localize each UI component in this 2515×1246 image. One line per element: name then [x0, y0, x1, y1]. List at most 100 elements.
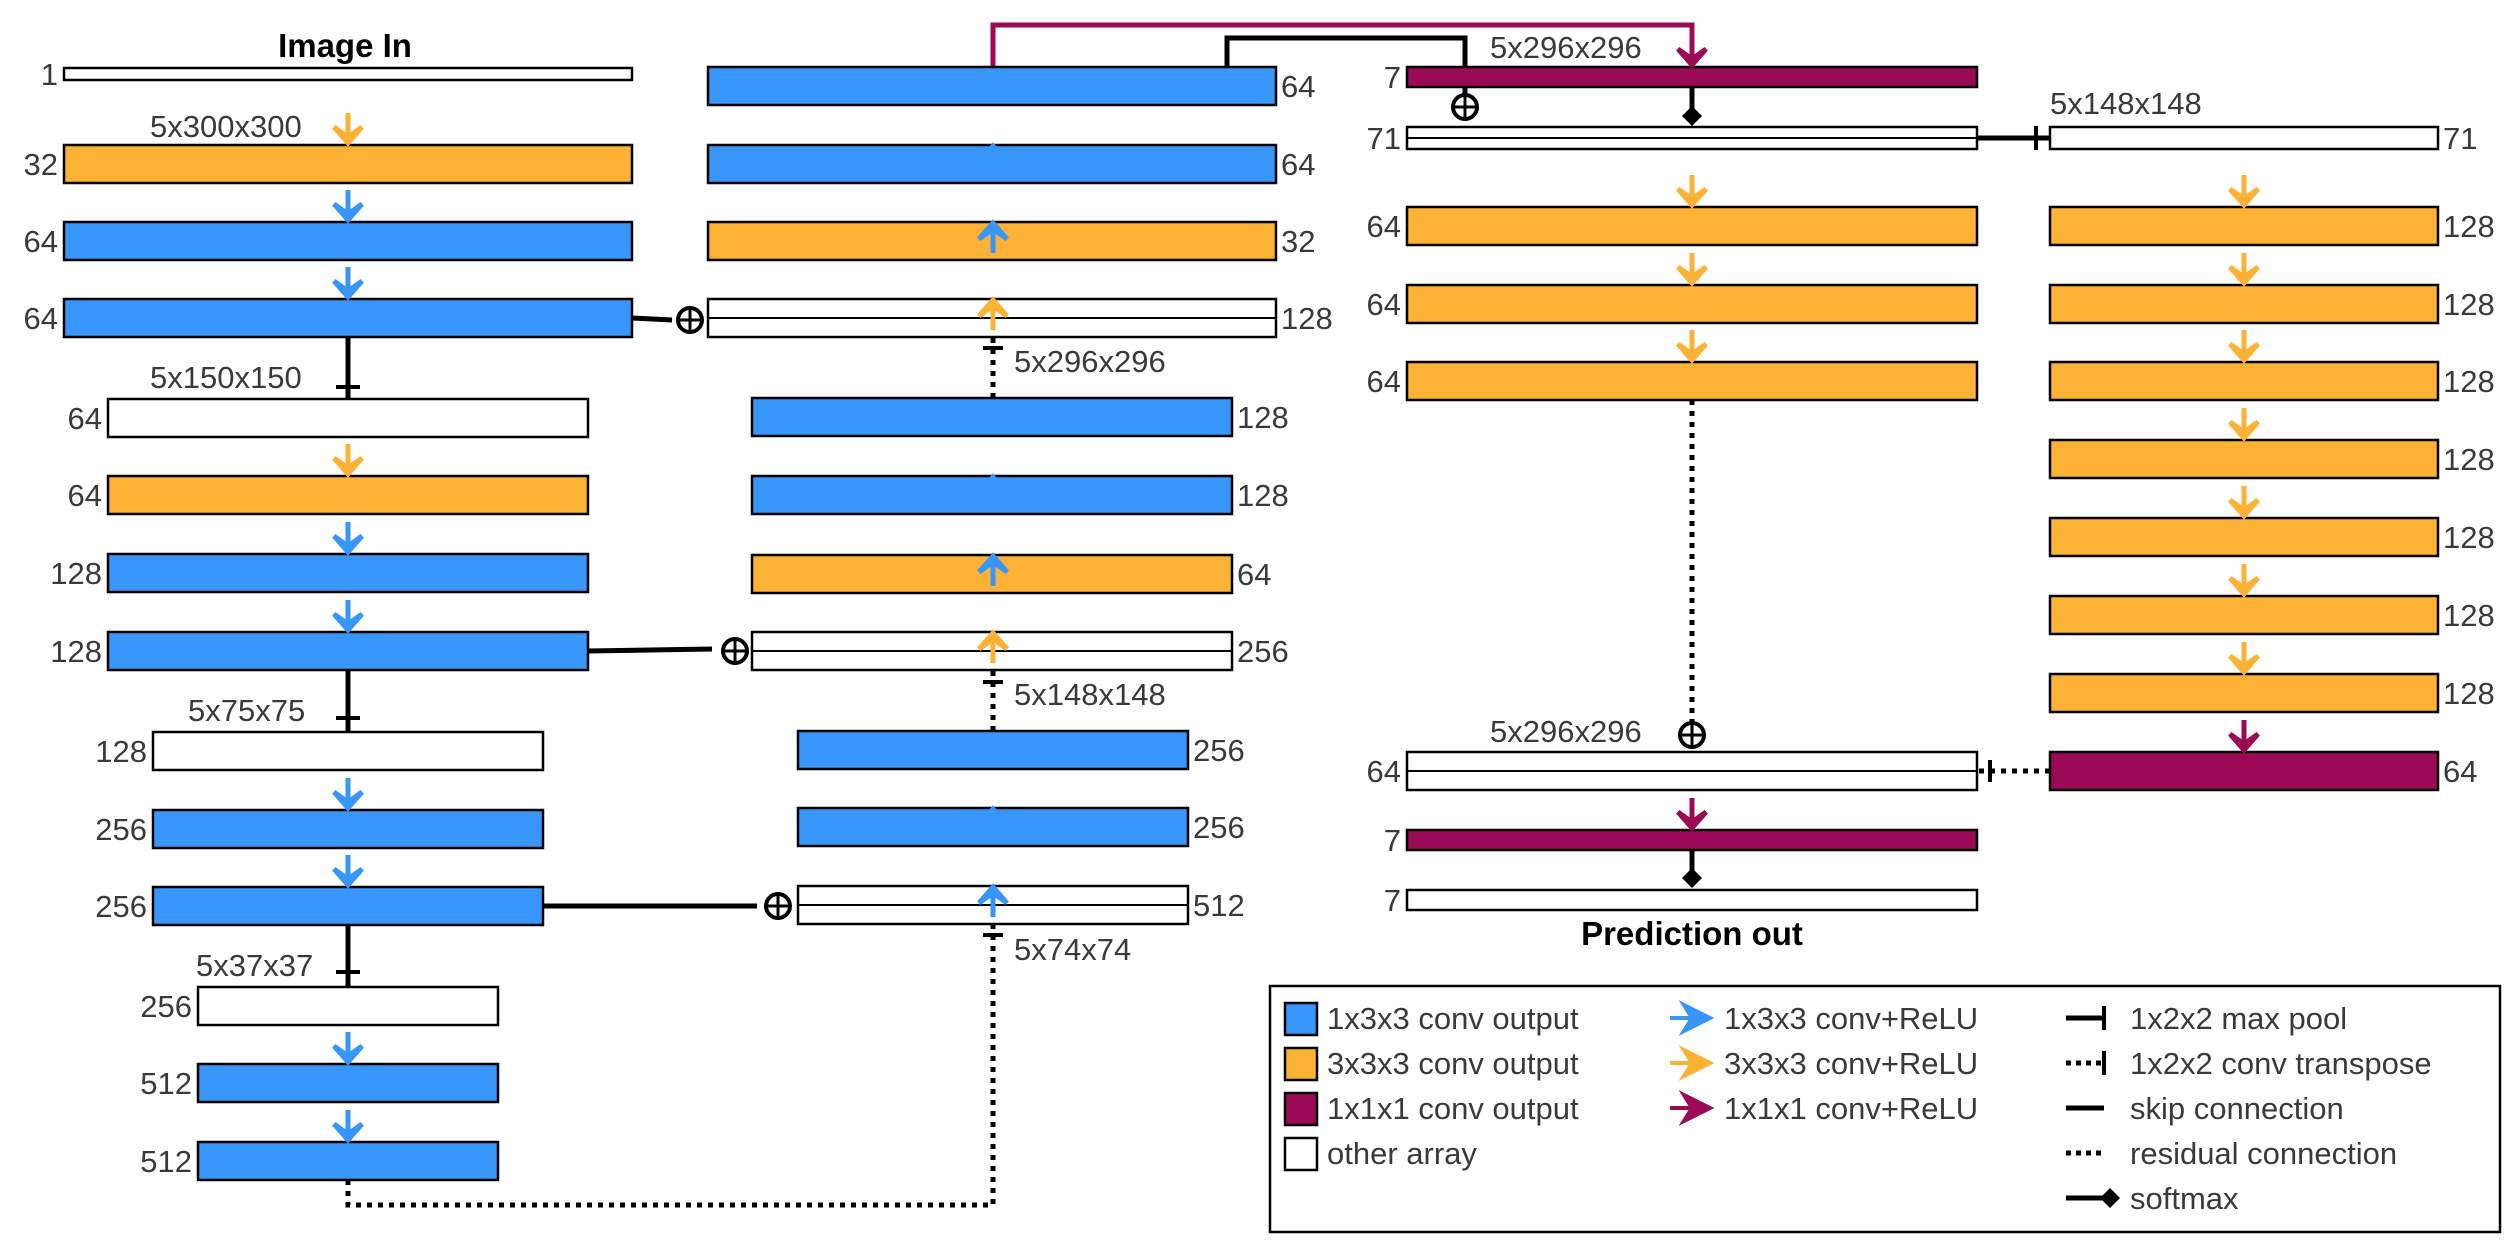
channel-label-d4: 64 — [1237, 557, 1271, 592]
block-e9 — [151, 808, 545, 850]
channel-label-e2: 64 — [24, 224, 58, 259]
channel-label-e1: 32 — [24, 147, 58, 182]
size-label-s4: 5x37x37 — [196, 948, 313, 983]
block-e12 — [196, 1062, 500, 1104]
block-f8 — [2048, 750, 2440, 792]
legend-3-text: other array — [1327, 1136, 1477, 1171]
block-r2 — [1405, 205, 1979, 247]
block-e10 — [151, 885, 545, 927]
channel-label-e9: 256 — [95, 812, 147, 847]
channel-label-r1: 71 — [1367, 121, 1401, 156]
legend-7-text: 1x2x2 max pool — [2130, 1001, 2347, 1036]
channel-label-f2: 128 — [2443, 287, 2495, 322]
block-e5 — [106, 474, 590, 516]
arrow-blue-4 — [334, 522, 362, 552]
channel-label-e3: 64 — [24, 301, 58, 336]
block-f3 — [2048, 360, 2440, 402]
arrow-blue-7 — [334, 855, 362, 885]
channel-label-d10: 64 — [1281, 69, 1315, 104]
channel-label-f6: 128 — [2443, 598, 2495, 633]
skip-oplus-top-cross — [1453, 95, 1477, 119]
block-f4 — [2048, 438, 2440, 480]
block-r6 — [1405, 828, 1979, 852]
output-title: Prediction out — [1581, 915, 1803, 952]
legend-1-text: 3x3x3 conv output — [1327, 1046, 1579, 1081]
channel-label-d3: 256 — [1237, 634, 1289, 669]
arrow-orange-23 — [2230, 253, 2258, 283]
channel-label-d0: 512 — [1193, 888, 1245, 923]
legend-0-swatch — [1283, 1001, 1319, 1037]
block-r3 — [1405, 283, 1979, 325]
channel-label-e4: 64 — [68, 401, 102, 436]
residual-oplus-cross — [1680, 723, 1704, 747]
block-e1 — [62, 143, 634, 185]
arrow-blue-1 — [334, 190, 362, 220]
skip-oplus-3-cross — [766, 894, 790, 918]
block-r7 — [1405, 888, 1979, 912]
arrow-blue-2 — [334, 267, 362, 297]
block-e8 — [151, 730, 545, 772]
channel-label-e6: 128 — [50, 556, 102, 591]
block-f5 — [2048, 516, 2440, 558]
arrow-orange-3 — [334, 444, 362, 474]
legend-6-arrow — [1670, 1090, 1715, 1126]
arrow-orange-25 — [2230, 408, 2258, 438]
conv-arrows — [334, 35, 2258, 1140]
channel-label-r3: 64 — [1367, 287, 1401, 322]
channel-label-e0: 1 — [41, 57, 58, 92]
arrow-orange-27 — [2230, 564, 2258, 594]
skip-2 — [587, 646, 713, 654]
block-e4 — [106, 397, 590, 439]
transpose-bottom — [345, 924, 996, 1208]
channel-label-d9: 64 — [1281, 147, 1315, 182]
channel-label-f7: 128 — [2443, 676, 2495, 711]
legend-2-swatch — [1283, 1091, 1319, 1127]
legend-11-text: softmax — [2130, 1181, 2239, 1216]
size-label-s8: 5x296x296 — [1490, 30, 1642, 65]
channel-label-f0: 71 — [2443, 121, 2477, 156]
size-label-s10: 5x296x296 — [1490, 714, 1642, 749]
size-label-s7: 5x296x296 — [1014, 344, 1166, 379]
legend-2-text: 1x1x1 conv output — [1327, 1091, 1579, 1126]
block-d6 — [750, 396, 1234, 438]
legend-8-text: 1x2x2 conv transpose — [2130, 1046, 2432, 1081]
legend-5-arrow — [1670, 1045, 1715, 1081]
block-d1 — [796, 729, 1190, 771]
legend-0-text: 1x3x3 conv output — [1327, 1001, 1579, 1036]
legend-10-text: residual connection — [2130, 1136, 2397, 1171]
channel-label-r0: 7 — [1384, 60, 1401, 95]
arrow-orange-26 — [2230, 486, 2258, 516]
legend-9-text: skip connection — [2130, 1091, 2344, 1126]
size-label-s9: 5x148x148 — [2050, 86, 2202, 121]
size-label-s1: 5x300x300 — [150, 109, 302, 144]
arrow-orange-22 — [2230, 175, 2258, 205]
block-e6 — [106, 552, 590, 594]
channel-label-e12: 512 — [140, 1066, 192, 1101]
channel-label-f1: 128 — [2443, 209, 2495, 244]
arrow-blue-6 — [334, 778, 362, 808]
block-d10 — [706, 65, 1278, 107]
channel-label-f3: 128 — [2443, 364, 2495, 399]
channel-label-d7: 128 — [1281, 301, 1333, 336]
channel-label-r7: 7 — [1384, 883, 1401, 918]
block-f7 — [2048, 672, 2440, 714]
channel-label-d8: 32 — [1281, 224, 1315, 259]
block-e2 — [62, 220, 634, 262]
size-label-s3: 5x75x75 — [188, 693, 305, 728]
channel-label-f4: 128 — [2443, 442, 2495, 477]
legend-box — [1268, 984, 2502, 1234]
arrow-purple-30 — [1678, 35, 1706, 65]
block-f6 — [2048, 594, 2440, 636]
block-e13 — [196, 1140, 500, 1182]
arrow-purple-21 — [1678, 798, 1706, 828]
softmax-diamond-2 — [1682, 868, 1702, 888]
channel-label-f5: 128 — [2443, 520, 2495, 555]
channel-label-r6: 7 — [1384, 823, 1401, 858]
channel-label-d5: 128 — [1237, 478, 1289, 513]
labels: Image In Prediction out 1326464646412812… — [24, 27, 2495, 1179]
channel-label-e8: 128 — [95, 734, 147, 769]
block-f2 — [2048, 283, 2440, 325]
channel-label-e7: 128 — [50, 634, 102, 669]
arrow-orange-24 — [2230, 330, 2258, 360]
